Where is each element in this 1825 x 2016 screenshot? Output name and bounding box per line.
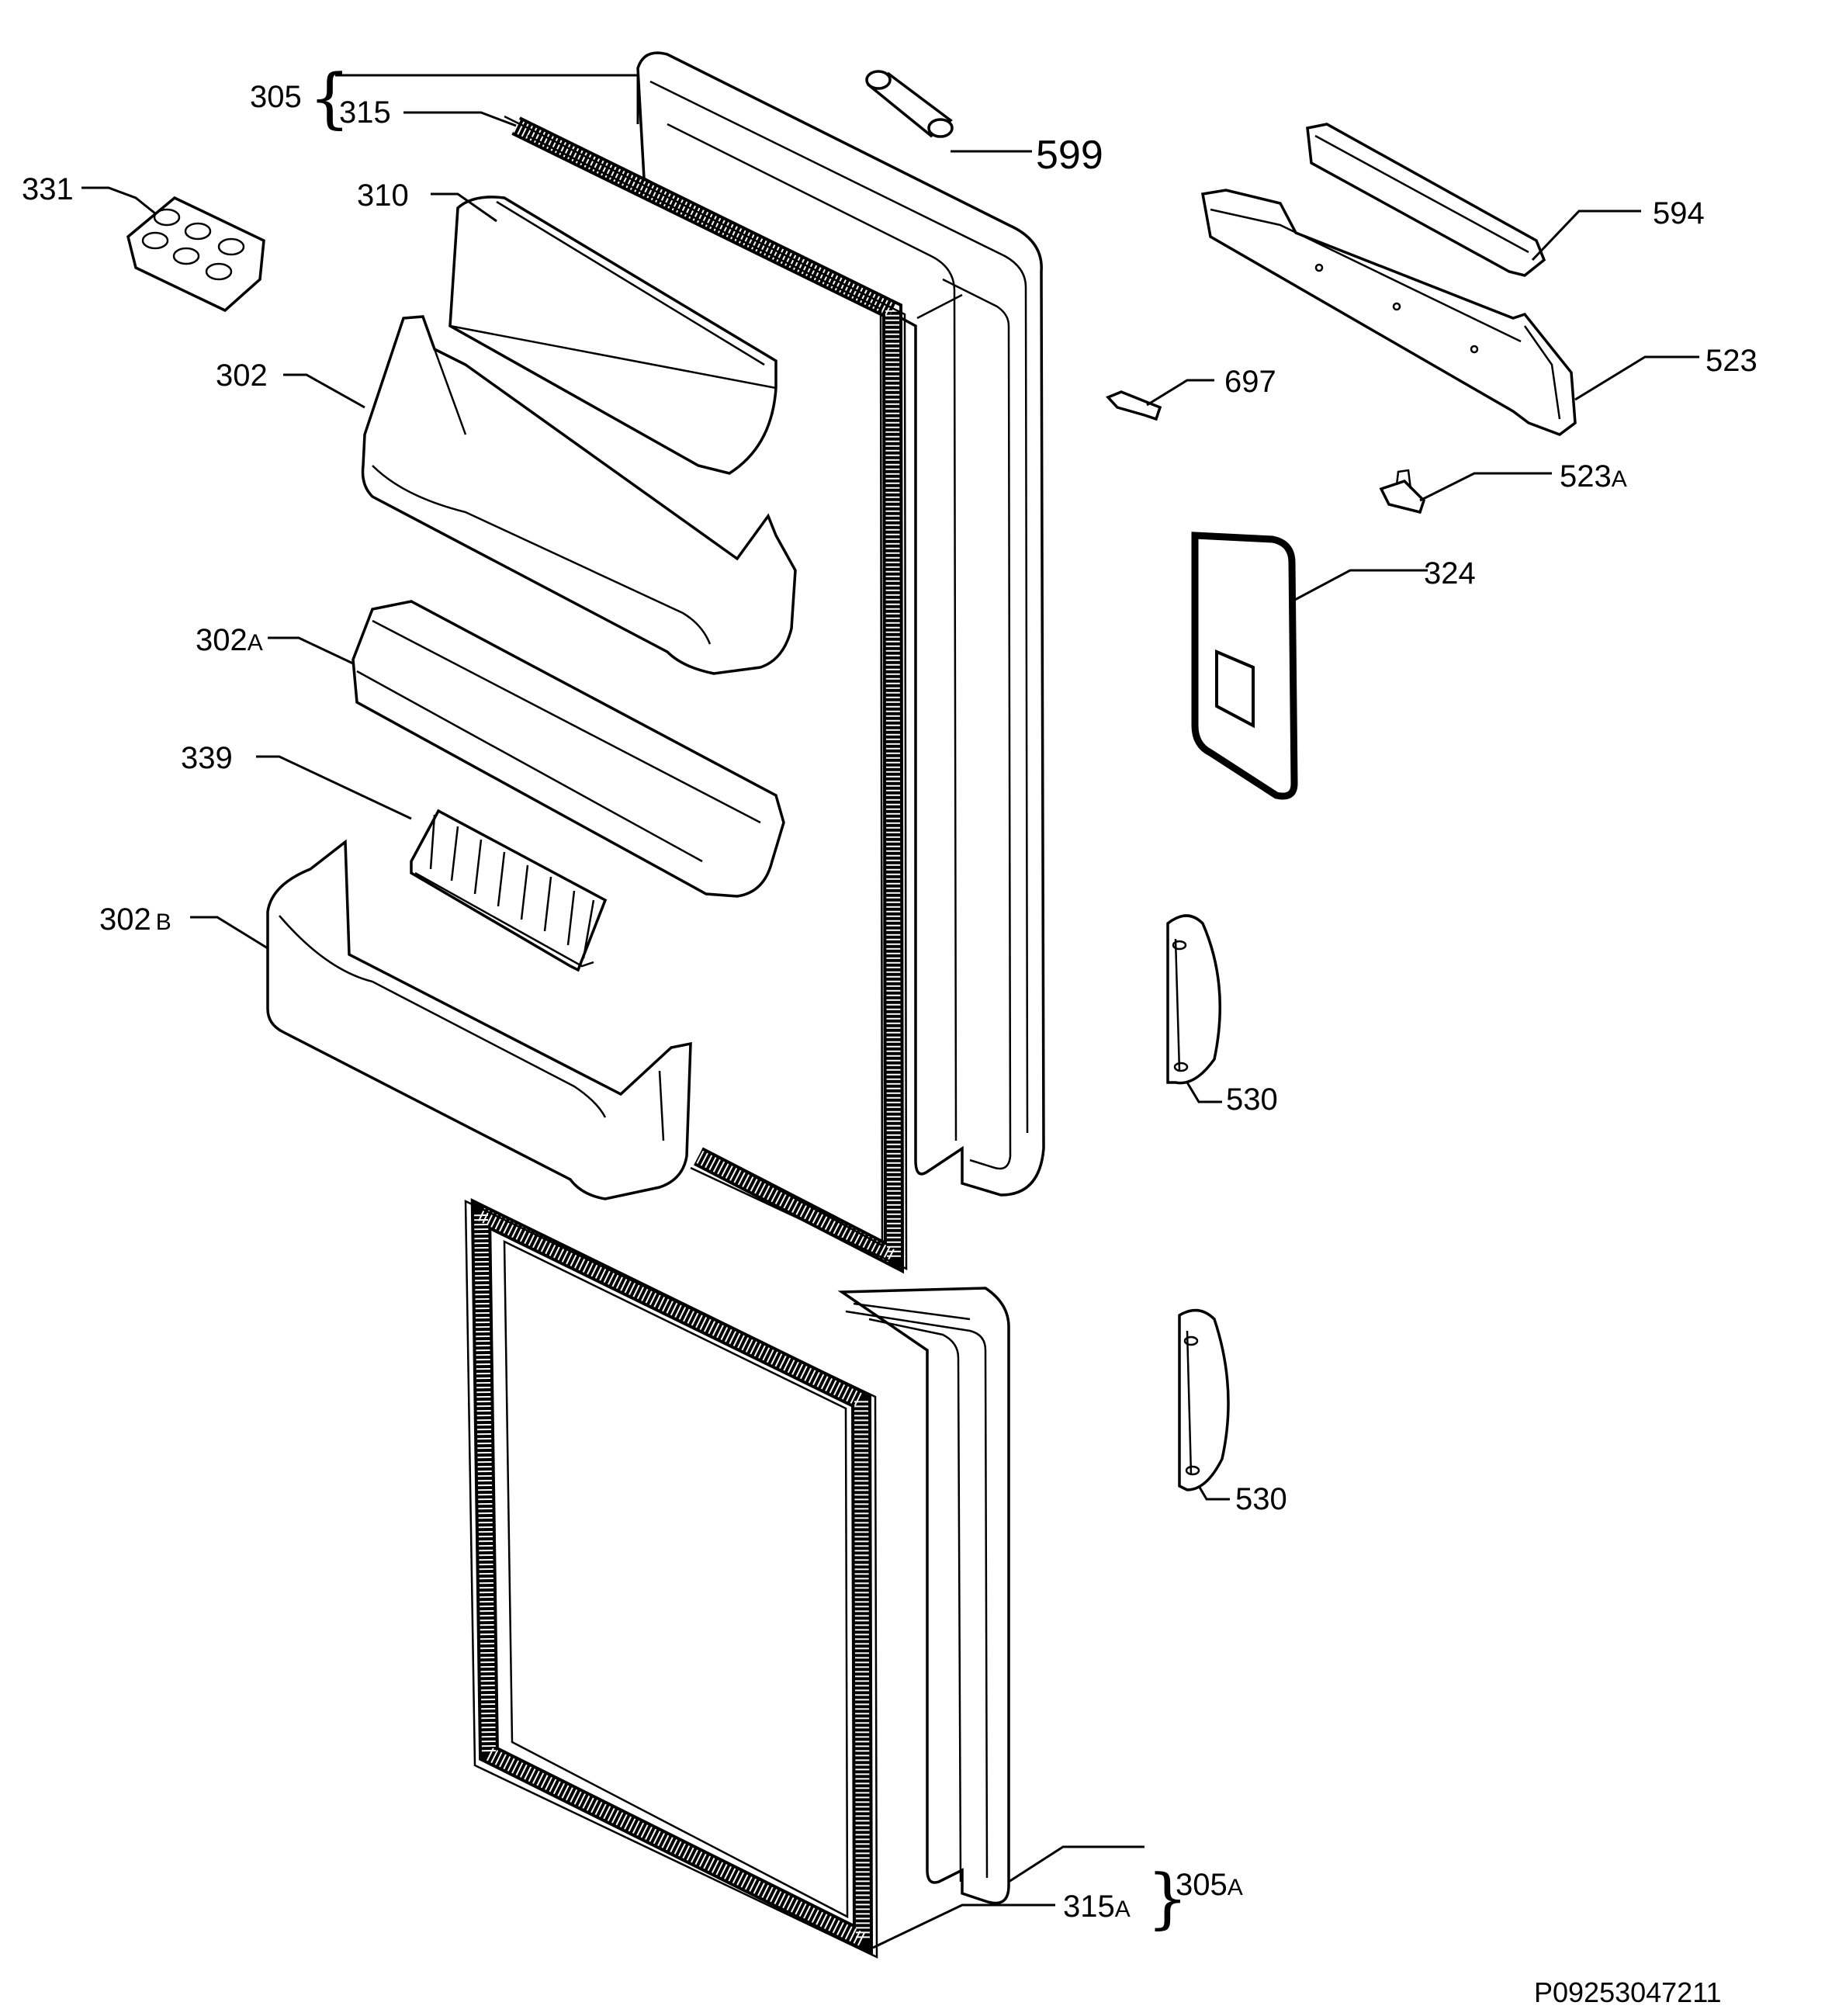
label-594: 594 [1653,196,1705,230]
label-305a: 305A [1176,1868,1243,1902]
part-labels: 305 { 315 599 331 310 594 523 302 697 52… [22,60,1757,2008]
part-339-divider [410,809,608,972]
lower-door-outer-panel [837,1287,1010,1905]
part-324-panel [1191,532,1298,800]
label-339: 339 [181,741,233,775]
part-310-flap [448,196,777,475]
label-530-upper: 530 [1226,1082,1278,1117]
label-331: 331 [22,172,74,206]
part-697-clip [1106,390,1162,421]
label-523a: 523A [1560,459,1627,494]
label-599: 599 [1036,133,1103,178]
part-523a-clip [1379,469,1426,514]
label-305-brace: { [309,60,350,136]
label-530-lower: 530 [1235,1482,1287,1516]
drawing-id: P09253047211 [1534,1976,1722,2008]
part-302a-bin [351,600,785,898]
label-305a-brace: } [1147,1860,1188,1936]
part-302-bin [361,315,797,675]
part-302b-bin [266,839,692,1200]
leader-lines [81,74,1699,1949]
label-697: 697 [1224,365,1276,399]
label-523: 523 [1706,344,1757,378]
upper-door-gasket [504,115,908,1274]
part-530-handle-upper [1166,914,1222,1085]
part-523-bracket [1200,189,1577,436]
part-599-pin [865,70,954,138]
part-331-egg-tray [126,196,265,313]
label-324: 324 [1424,556,1476,591]
label-302a: 302A [196,623,263,657]
label-302: 302 [216,359,268,393]
label-305: 305 [250,80,302,114]
upper-door-outer-panel [636,51,1045,1197]
part-594-cap [1306,123,1546,277]
part-530-handle-lower [1178,1308,1230,1491]
lower-door-gasket [464,1198,878,1959]
label-315: 315 [339,95,391,130]
label-310: 310 [357,178,409,213]
label-315a: 315A [1063,1890,1131,1924]
